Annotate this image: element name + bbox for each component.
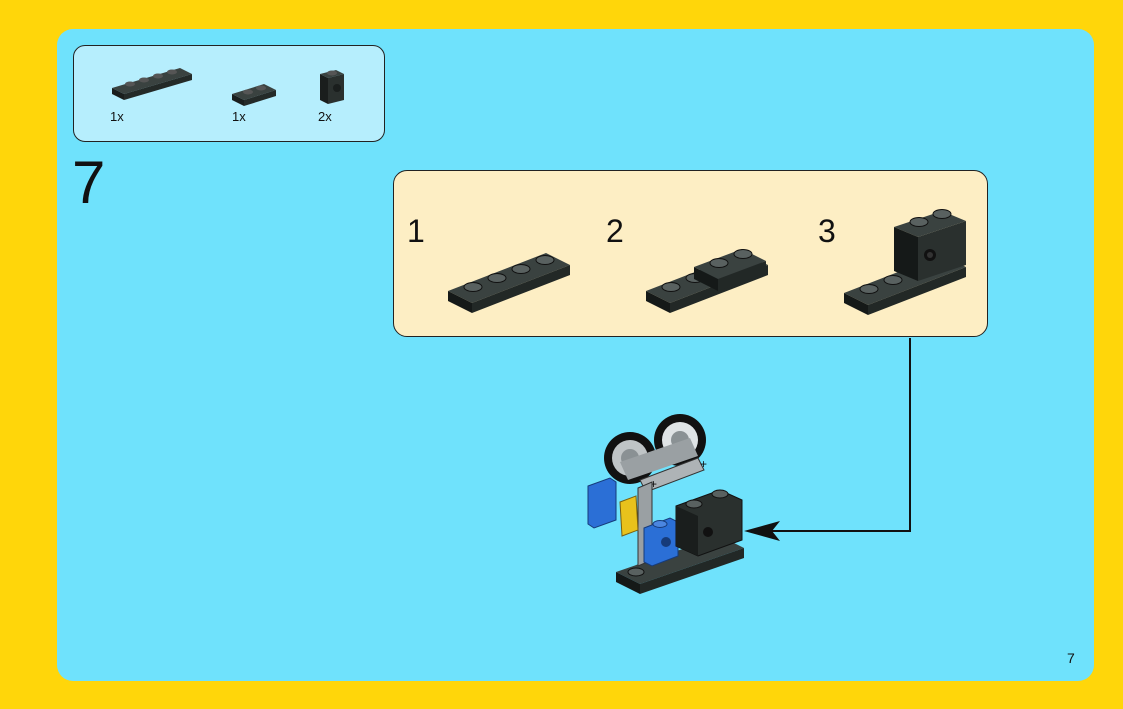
svg-text:+: +: [650, 477, 657, 491]
part-qty: 2x: [318, 109, 332, 124]
wheel-assembly-icon: + +: [587, 414, 744, 594]
substep-number: 2: [606, 213, 624, 249]
page-number: 7: [1067, 650, 1075, 666]
plate-1x2-black-icon: [232, 84, 276, 106]
step-number: 7: [72, 149, 106, 216]
plate-1x4-icon: [448, 253, 570, 313]
plate-with-stacked-bricks-icon: [844, 209, 966, 315]
part-qty: 1x: [110, 109, 124, 124]
plate-1x4-black-icon: [112, 68, 192, 100]
part-qty: 1x: [232, 109, 246, 124]
substeps-box: 1 2 3: [393, 170, 988, 337]
brick-1x1-with-side-stud-black-icon: [320, 70, 344, 104]
plate-with-brick-icon: [646, 249, 768, 313]
svg-text:+: +: [700, 457, 707, 471]
substep-number: 1: [407, 213, 425, 249]
substep-number: 3: [818, 213, 836, 249]
parts-list-box: 1x 1x 2x: [73, 45, 385, 142]
